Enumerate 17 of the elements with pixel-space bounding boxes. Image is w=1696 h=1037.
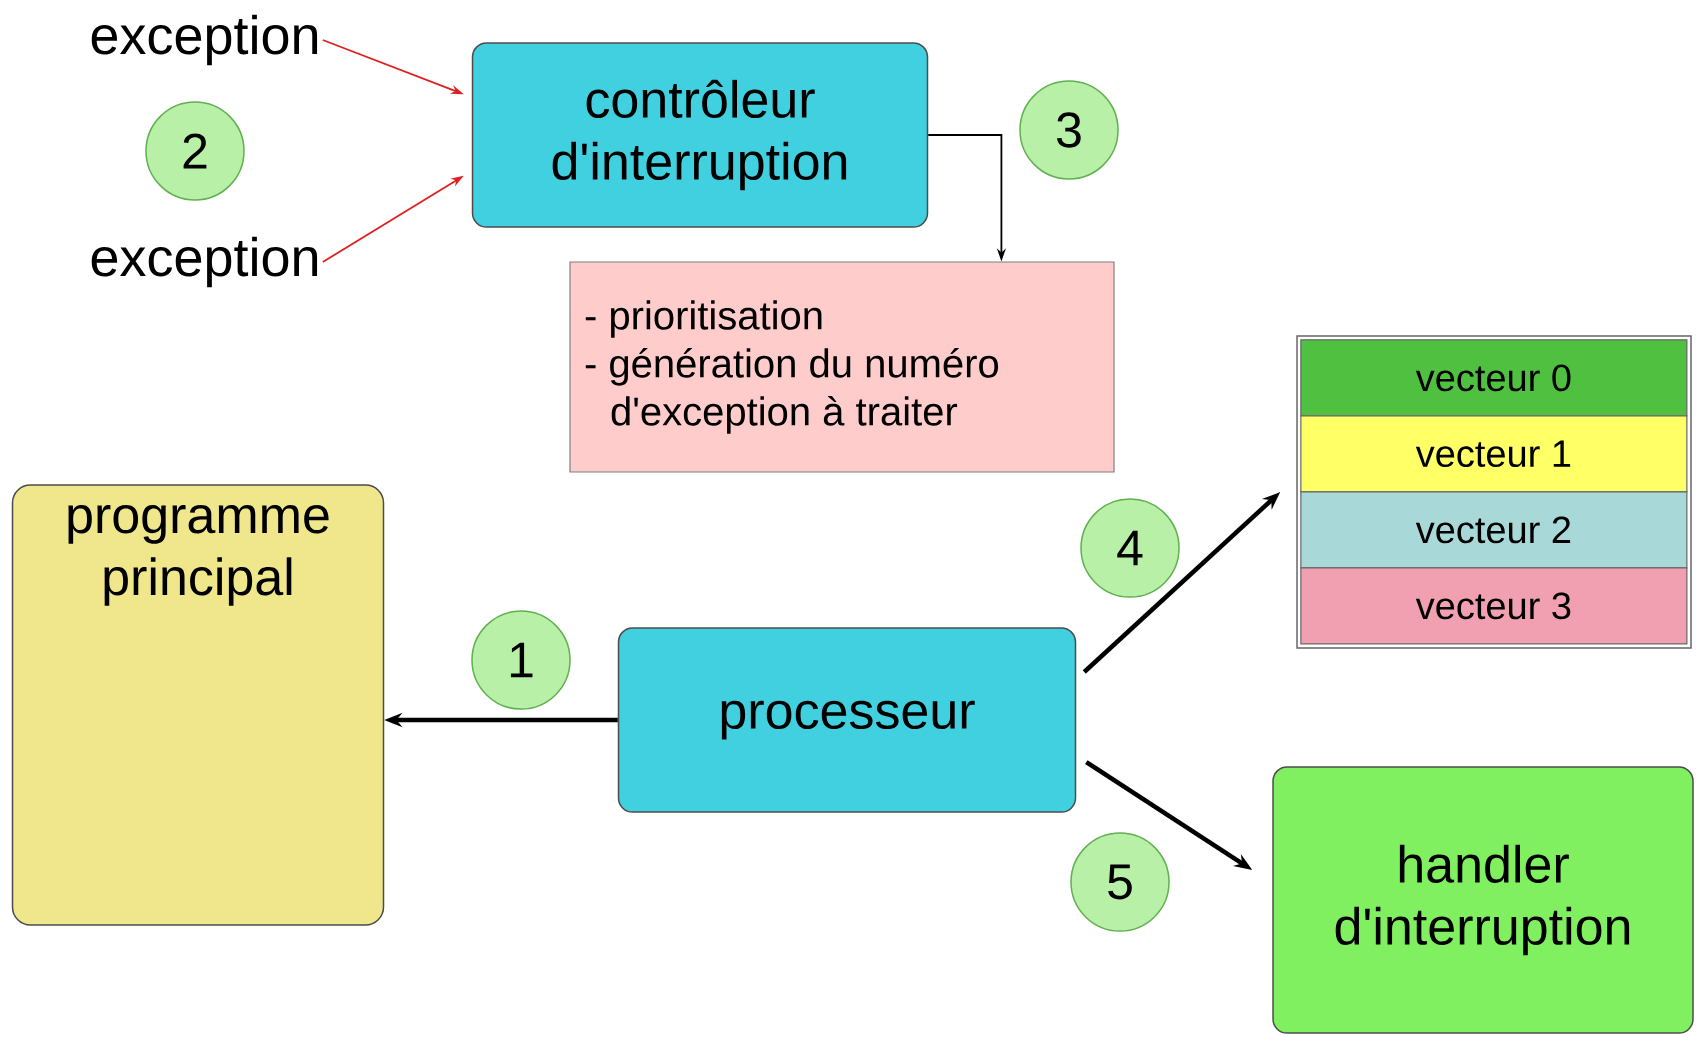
program-box: programme principal <box>11 484 385 926</box>
step-number: 1 <box>471 610 571 710</box>
step-number: 5 <box>1070 832 1170 932</box>
table-row: vecteur 0 <box>1300 339 1688 417</box>
step-number: 4 <box>1080 498 1180 598</box>
note-box: - prioritisation - génération du numéro d'exception à traiter <box>569 261 1115 473</box>
table-row: vecteur 2 <box>1300 491 1688 569</box>
exception-label: exception <box>91 236 318 288</box>
step-number: 3 <box>1019 80 1119 180</box>
table-row: vecteur 3 <box>1300 567 1688 645</box>
process-box: contrôleur d'interruption <box>471 42 929 228</box>
vector-table <box>1296 335 1692 649</box>
process-box: handler d'interruption <box>1272 766 1694 1034</box>
exception-label: exception <box>91 14 318 66</box>
process-box: processeur <box>617 627 1077 813</box>
table-row: vecteur 1 <box>1300 415 1688 493</box>
step-number: 2 <box>145 101 245 201</box>
